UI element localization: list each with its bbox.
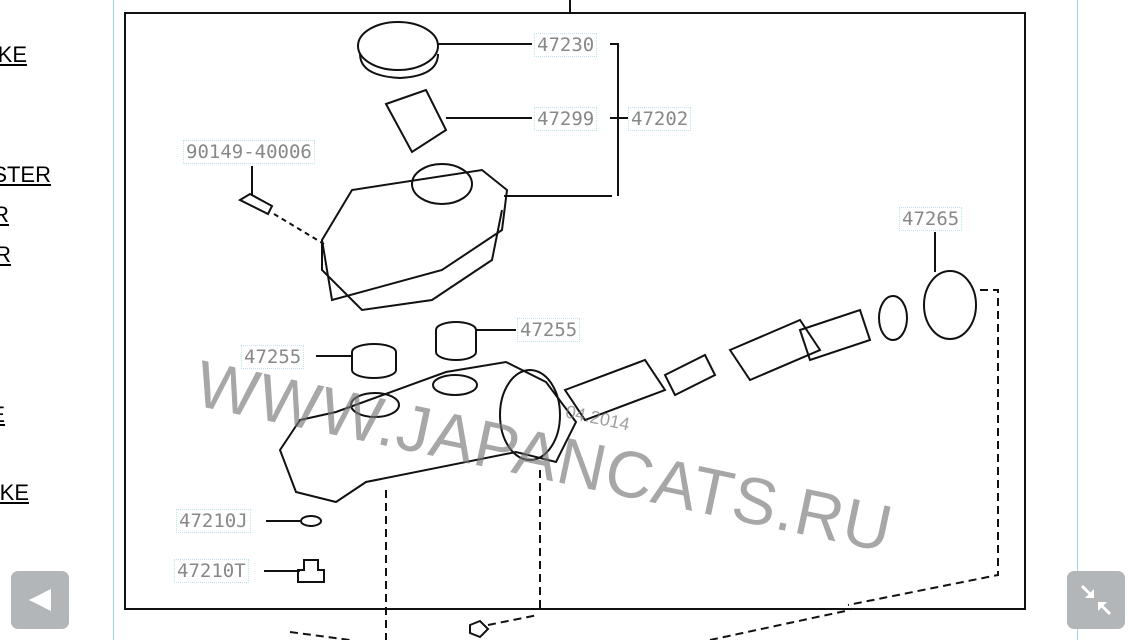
divider <box>1077 0 1078 640</box>
collapse-button[interactable] <box>1067 571 1125 629</box>
grommet-right-shape <box>435 321 477 361</box>
part-label-47255[interactable]: 47255 <box>517 318 581 342</box>
triangle-left-icon <box>29 589 51 611</box>
screw-shape <box>237 192 274 216</box>
part-label-47265[interactable]: 47265 <box>899 207 963 231</box>
sidebar-link[interactable]: KE <box>0 42 27 67</box>
sidebar-link[interactable]: STER <box>0 162 51 187</box>
part-label-47202[interactable]: 47202 <box>628 107 692 131</box>
parts-diagram-frame <box>124 12 1026 610</box>
back-button[interactable] <box>11 571 69 629</box>
grommet-left-shape <box>351 343 397 379</box>
reservoir-shape <box>320 168 509 302</box>
part-label-47210T[interactable]: 47210T <box>174 559 249 583</box>
strainer-shape <box>384 88 448 154</box>
sidebar-link[interactable]: E <box>0 402 5 428</box>
part-label-47230[interactable]: 47230 <box>534 33 598 57</box>
union-shape <box>297 559 325 583</box>
piston-seal-shape <box>923 270 977 340</box>
gasket-shape <box>300 515 322 527</box>
spring <box>728 318 822 382</box>
part-label-47210J[interactable]: 47210J <box>176 509 251 533</box>
collapse-arrows-icon <box>1080 584 1112 616</box>
cap-shape <box>357 21 439 71</box>
divider <box>113 0 114 640</box>
sidebar-link[interactable]: KE <box>0 480 29 505</box>
sidebar-link[interactable]: R <box>0 242 11 267</box>
sidebar-links: KE STER R R E KE <box>0 0 113 640</box>
part-label-47299[interactable]: 47299 <box>534 107 598 131</box>
sidebar-link[interactable]: R <box>0 202 9 227</box>
master-cylinder-body <box>278 360 578 504</box>
part-label-47255[interactable]: 47255 <box>241 345 305 369</box>
secondary-piston <box>798 308 872 362</box>
primary-piston <box>563 358 667 422</box>
part-label-90149-40006[interactable]: 90149-40006 <box>183 140 315 164</box>
